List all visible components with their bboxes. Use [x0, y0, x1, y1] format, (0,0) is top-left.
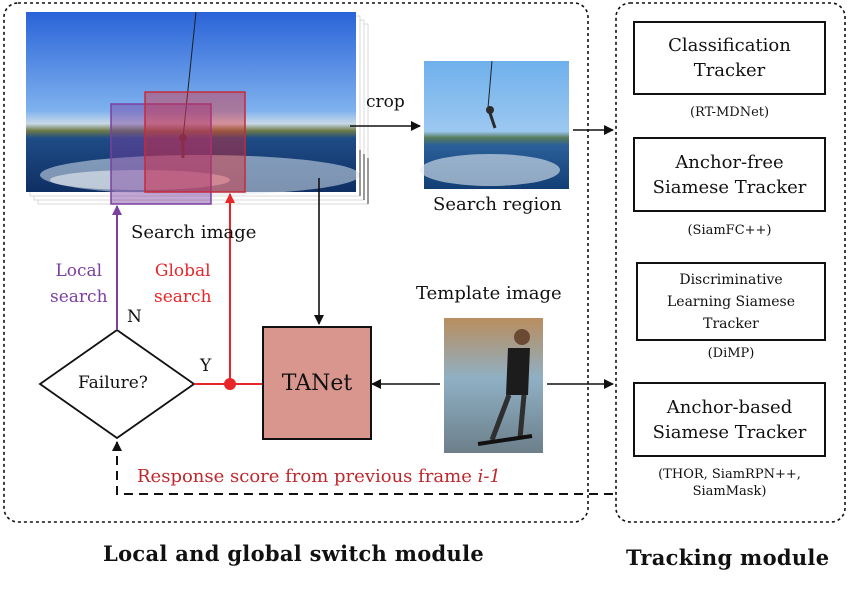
local-search-window [110, 103, 212, 205]
response-score-label: Response score from previous frame i-1 [137, 466, 501, 487]
left-module-title: Local and global switch module [103, 541, 485, 566]
search-image [26, 11, 360, 195]
global-search-label: Global search [154, 261, 212, 307]
template-image [444, 318, 543, 453]
tracker-example-discriminative: (DiMP) [707, 346, 755, 361]
right-module-frame [615, 2, 846, 523]
search-image-stack [26, 11, 369, 205]
local-search-label: Local search [50, 261, 108, 307]
tracker-box-anchor-based: Anchor-based Siamese Tracker [633, 382, 826, 457]
tracker-example-classification: (RT-MDNet) [689, 105, 770, 120]
search-region-image [420, 60, 569, 189]
response-feedback-line [112, 441, 613, 495]
global-search-window [144, 91, 246, 193]
tracker-box-discriminative: Discriminative Learning Siamese Tracker [636, 262, 826, 341]
right-module-title: Tracking module [626, 545, 830, 570]
junction-dot [224, 378, 236, 390]
tracker-box-classification: Classification Tracker [633, 21, 826, 95]
failure-label: Failure? [78, 373, 148, 393]
tracker-box-anchor-free: Anchor-free Siamese Tracker [633, 137, 826, 212]
yes-branch-label: Y [200, 356, 212, 376]
tracker-example-anchor-free: (SiamFC++) [687, 223, 772, 238]
tanet-label: TANet [281, 370, 353, 396]
tracker-example-anchor-based: (THOR, SiamRPN++, SiamMask) [658, 467, 801, 499]
crop-label: crop [366, 92, 405, 112]
left-module-frame [3, 2, 589, 523]
search-image-label: Search image [131, 222, 257, 243]
no-branch-label: N [127, 307, 142, 327]
failure-diamond [38, 328, 196, 440]
tanet-box: TANet [262, 326, 372, 440]
template-image-label: Template image [416, 283, 562, 304]
search-region-label: Search region [433, 194, 562, 215]
